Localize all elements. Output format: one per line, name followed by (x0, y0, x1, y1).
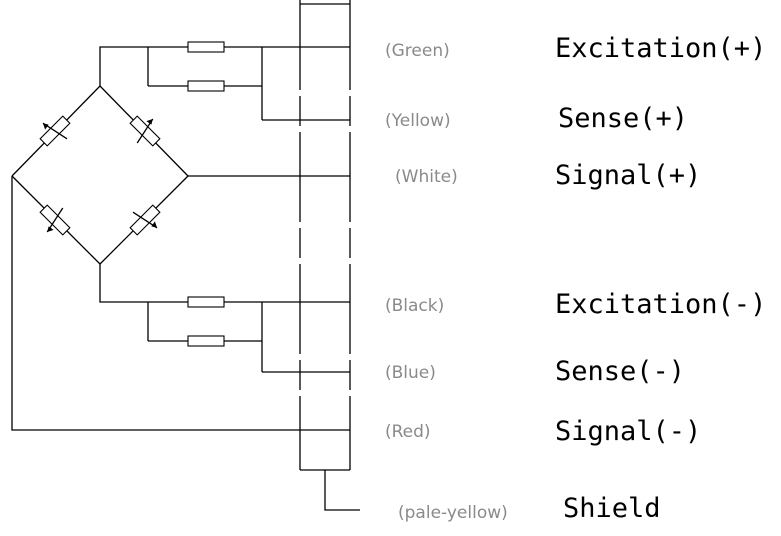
signal-label-sense-neg: Sense(-) (555, 356, 685, 387)
color-label-black: (Black) (385, 296, 444, 316)
color-label-green: (Green) (385, 41, 450, 61)
positive-excitation-network (99, 41, 350, 121)
color-label-yellow: (Yellow) (385, 111, 451, 131)
strain-gauge-bottom-left (39, 204, 71, 236)
compensation-resistor-1 (187, 41, 225, 53)
shield-wire (324, 470, 360, 511)
compensation-resistor-2 (187, 80, 225, 92)
signal-label-excitation-neg: Excitation(-) (555, 289, 766, 320)
strain-gauge-bottom-right (129, 204, 161, 236)
color-label-blue: (Blue) (385, 363, 436, 383)
cable-connector (299, 0, 351, 471)
strain-gauge-top-right (129, 115, 161, 147)
signal-label-signal-pos: Signal(+) (555, 160, 701, 191)
signal-label-signal-neg: Signal(-) (555, 416, 701, 447)
strain-gauge-top-left (39, 115, 71, 147)
color-label-red: (Red) (385, 422, 431, 442)
wheatstone-bridge (11, 85, 189, 265)
signal-label-shield: Shield (563, 493, 661, 524)
compensation-resistor-4 (187, 335, 225, 347)
color-label-pale-yellow: (pale-yellow) (398, 503, 508, 523)
signal-label-excitation-pos: Excitation(+) (555, 33, 766, 64)
compensation-resistor-3 (187, 296, 225, 308)
signal-negative-wire (11, 176, 350, 431)
negative-excitation-network (99, 264, 350, 373)
color-label-white: (White) (395, 167, 458, 187)
wire-labels: (Green) Excitation(+) (Yellow) Sense(+) … (385, 33, 766, 524)
signal-label-sense-pos: Sense(+) (558, 103, 688, 134)
